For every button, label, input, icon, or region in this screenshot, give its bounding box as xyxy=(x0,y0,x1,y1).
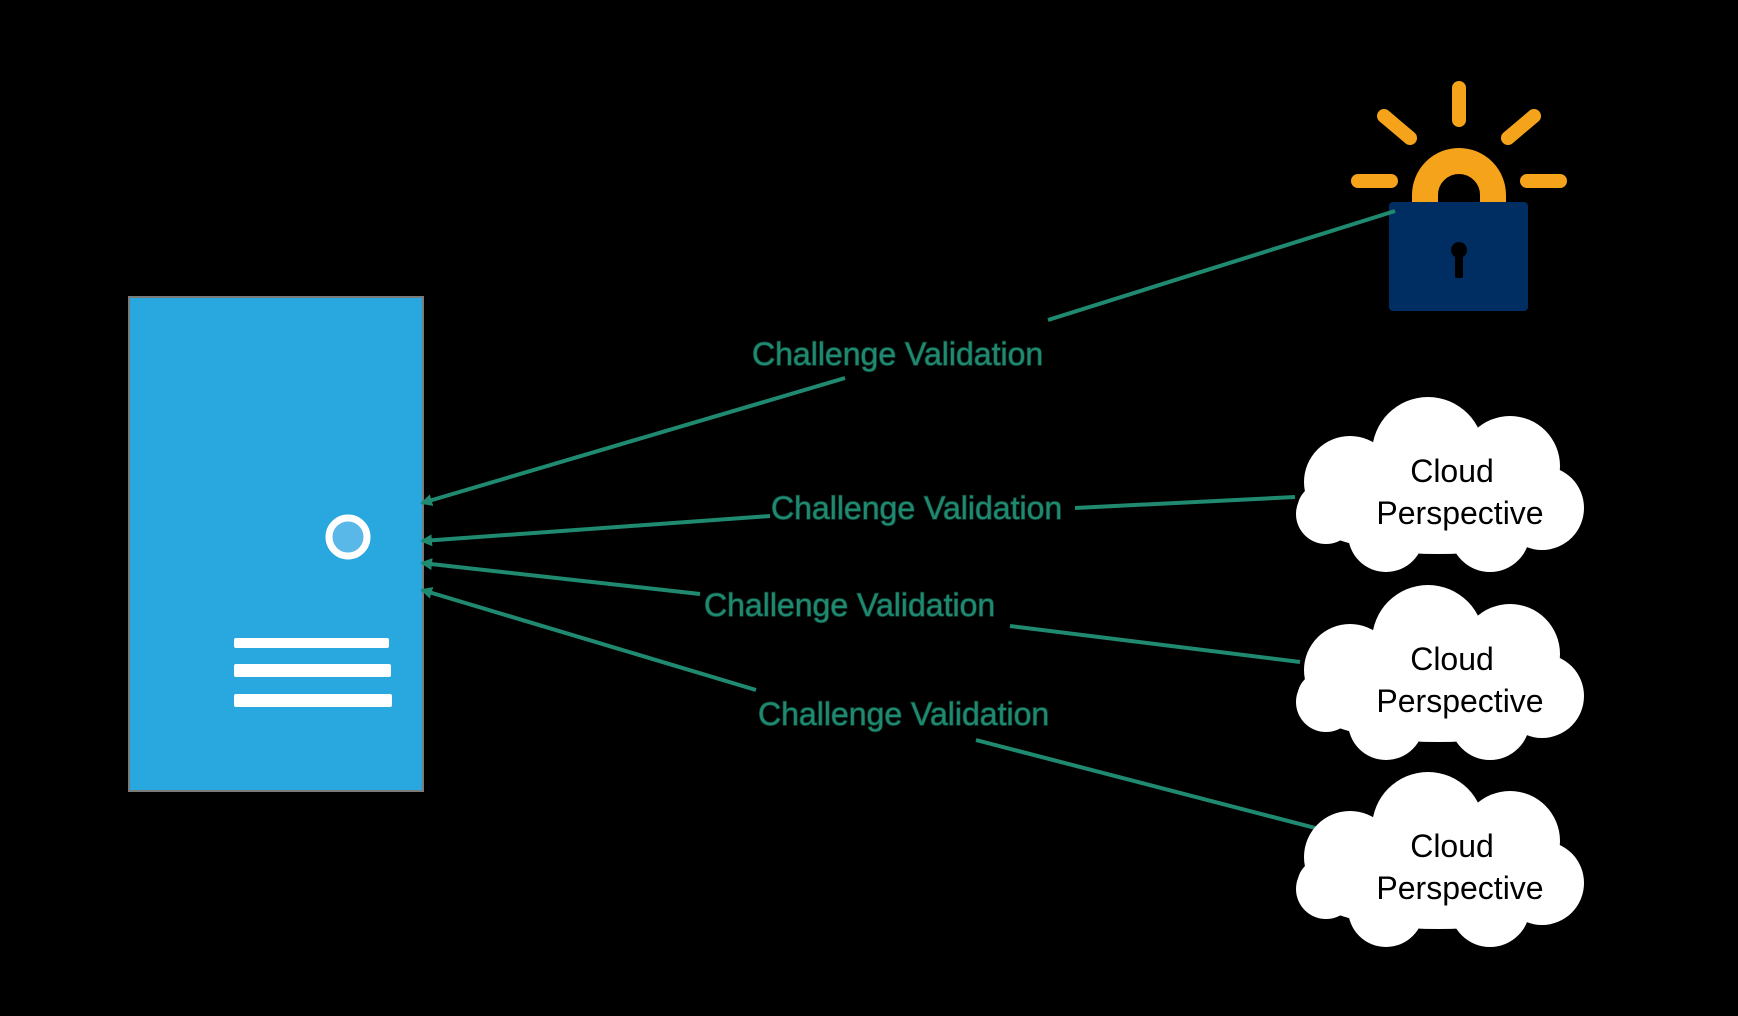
cloud-shape xyxy=(1296,772,1584,947)
arrow-line-segment xyxy=(1009,624,1301,664)
arrow-line-segment xyxy=(975,738,1324,832)
server-vent-line xyxy=(234,664,391,677)
padlock-shackle xyxy=(1412,148,1506,205)
sun-rays xyxy=(1351,81,1567,188)
cloud-shape xyxy=(1296,397,1584,572)
cloud-shape xyxy=(1296,585,1584,760)
cloud-perspective-3: Cloud Perspective xyxy=(1296,772,1584,947)
cloud-perspective-2: Cloud Perspective xyxy=(1296,585,1584,760)
cloud-label-line1: Cloud xyxy=(1410,453,1494,489)
cloud-label-line1: Cloud xyxy=(1410,641,1494,677)
cloud-label-line2: Perspective xyxy=(1376,870,1543,906)
edge-line-ca xyxy=(420,209,1396,506)
arrow-line-head-segment xyxy=(420,514,771,547)
arrow-line-head-segment xyxy=(420,376,846,506)
padlock-keyhole-slot xyxy=(1455,252,1463,278)
edge-label-cloud-3: Challenge Validation xyxy=(758,696,1049,732)
arrow-line-segment xyxy=(1074,495,1296,510)
edge-line-cloud-1 xyxy=(420,495,1296,547)
server-vent-line xyxy=(234,694,392,707)
edge-label-cloud-2: Challenge Validation xyxy=(704,587,995,623)
server-body xyxy=(128,296,424,792)
edge-line-cloud-3 xyxy=(420,587,1324,832)
edge-label-cloud-1: Challenge Validation xyxy=(771,490,1062,526)
edge-line-cloud-2 xyxy=(420,558,1301,664)
arrow-line-head-segment xyxy=(420,587,757,692)
server-icon xyxy=(128,296,424,792)
cloud-label-line1: Cloud xyxy=(1410,828,1494,864)
padlock-icon xyxy=(1351,81,1567,311)
edges-layer xyxy=(420,209,1396,832)
arrow-line-head-segment xyxy=(420,558,701,596)
arrow-line-segment xyxy=(1047,209,1396,322)
edge-label-ca: Challenge Validation xyxy=(752,336,1043,372)
cloud-perspective-1: Cloud Perspective xyxy=(1296,397,1584,572)
cloud-label-line2: Perspective xyxy=(1376,495,1543,531)
server-vent-line xyxy=(234,638,389,648)
server-power-button xyxy=(325,514,371,560)
cloud-label-line2: Perspective xyxy=(1376,683,1543,719)
